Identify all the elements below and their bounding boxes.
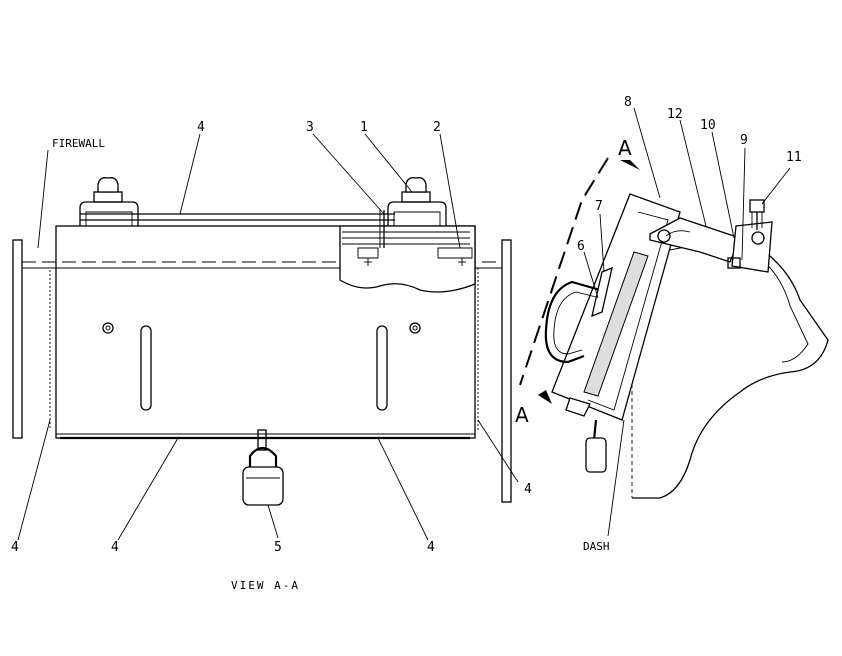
slot-left [140,325,152,411]
view-a-a [12,133,519,541]
section-line [519,157,609,386]
callout-1: 1 [360,120,368,135]
slot-right [376,325,388,411]
callout-4-top: 4 [197,120,205,135]
callout-11: 11 [786,150,802,165]
section-mark-bottom: A [515,403,529,427]
callout-4-bottom-right: 4 [427,540,435,555]
callout-3: 3 [306,120,314,135]
padlock-icon [242,429,284,506]
firewall-label: FIREWALL [52,137,105,150]
padlock-side-icon [585,419,607,473]
clamp-bracket [731,221,773,273]
callout-9: 9 [740,133,748,148]
section-mark-top: A [618,136,632,160]
callout-5: 5 [274,540,282,555]
handle-icon [544,280,601,364]
broken-section [339,225,476,293]
latch [591,266,613,318]
hole-left [102,322,114,334]
callout-10: 10 [700,118,716,133]
callout-7: 7 [595,199,603,214]
callout-8: 8 [624,95,632,110]
filter-panel [583,251,649,397]
dash-label: DASH [583,540,610,553]
view-label: VIEW A-A [231,579,300,592]
hole-right [409,322,421,334]
callout-2: 2 [433,120,441,135]
callout-4-bottom-left: 4 [111,540,119,555]
side-view [519,107,829,537]
callout-4-left: 4 [11,540,19,555]
firewall-post-left [12,239,23,439]
firewall-post-right [501,239,512,503]
callout-4-right: 4 [524,482,532,497]
dash-housing [632,237,829,499]
bolt-icon [749,199,765,230]
callout-12: 12 [667,107,683,122]
wing-nut-right-icon [405,176,427,193]
bracket-right [387,201,447,226]
wing-nut-left-icon [97,176,119,193]
callout-6: 6 [577,239,585,254]
